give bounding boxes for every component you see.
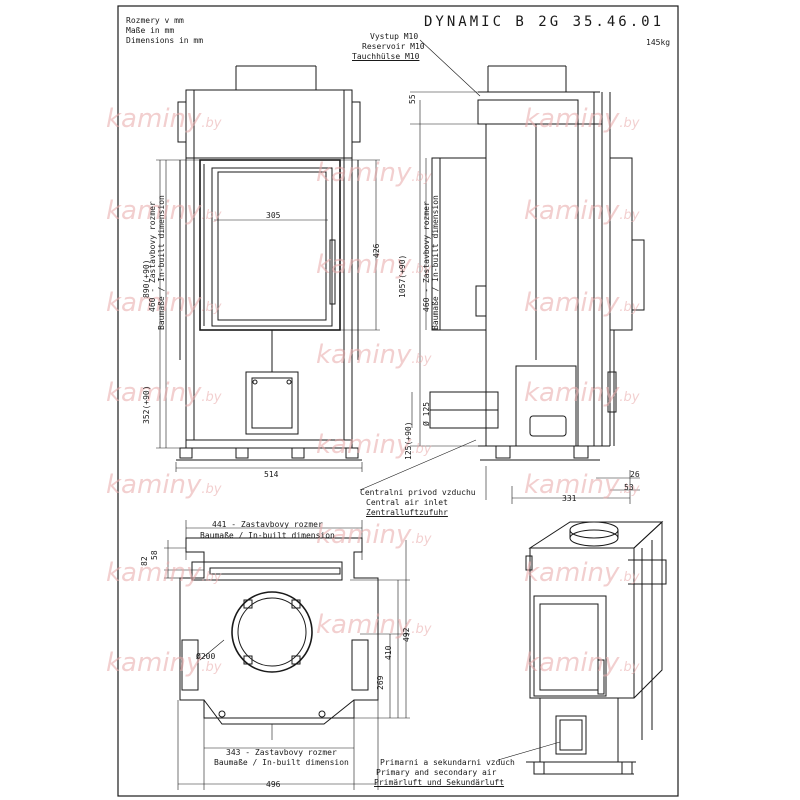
side-builtin-cz: 460 - Zastavbovy rozmer: [422, 201, 431, 312]
outlet-cz-label: Vystup M10: [370, 32, 419, 41]
front-flue-collar: [235, 65, 317, 90]
side-height-total: 1057(+90): [398, 254, 407, 298]
top-builtin-bottom-de: Baumaße / In-built dimension: [214, 758, 349, 767]
front-opening-height: 426: [372, 243, 381, 258]
top-flue-outer: [231, 591, 313, 673]
side-dim-53: 53: [624, 483, 634, 492]
top-builtin-top-cz: 441 - Zastavbovy rozmer: [212, 520, 323, 529]
secondary-air-cz-label: Primarni a sekundarni vzduch: [380, 758, 515, 767]
units-de-label: Maße in mm: [126, 26, 175, 35]
central-air-en-label: Central air inlet: [366, 498, 448, 507]
side-inlet-height: 125(+90): [404, 421, 413, 460]
front-door-handle: [329, 239, 336, 305]
side-air-inlet-dia: Ø 125: [422, 401, 431, 426]
top-dim-410: 410: [384, 645, 393, 660]
top-builtin-bottom-cz: 343 - Zastavbovy rozmer: [226, 748, 337, 757]
side-door-profile: [431, 157, 487, 331]
iso-door: [533, 595, 607, 697]
front-view: [156, 65, 380, 472]
front-width: 514: [264, 470, 279, 479]
front-air-box: [245, 371, 299, 435]
front-builtin-cz: 460 - Zastavbovy rozmer: [148, 201, 157, 312]
weight-label: 145kg: [646, 38, 671, 47]
sheet-frame: [117, 5, 679, 797]
top-width: 496: [266, 780, 281, 789]
top-dimensions: [164, 520, 410, 790]
front-height-lower: 352(+90): [142, 385, 151, 424]
top-builtin-top-de: Baumaße / In-built dimension: [200, 531, 335, 540]
secondary-air-en-label: Primary and secondary air: [376, 768, 497, 777]
front-door-frame: [199, 159, 341, 331]
central-air-cz-label: Centralni privod vzduchu: [360, 488, 476, 497]
units-cz-label: Rozmery v mm: [126, 16, 184, 25]
model-title: DYNAMIC B 2G 35.46.01: [424, 14, 665, 30]
side-top-offset: 55: [408, 94, 417, 104]
side-dimensions: [359, 39, 640, 504]
front-opening-width: 305: [266, 211, 281, 220]
front-dimensions: [156, 159, 380, 472]
central-air-de-label: Zentralluftzufuhr: [366, 508, 448, 517]
top-dim-269: 269: [376, 675, 385, 690]
top-dim-58: 58: [150, 550, 159, 560]
top-flue-dia: Ø200: [196, 652, 216, 661]
top-view: [164, 520, 410, 790]
front-glass: [211, 167, 333, 327]
side-builtin-de: Baumaße / In-built dimension: [431, 195, 440, 330]
isometric-view: [497, 520, 667, 775]
top-flue-inner: [237, 597, 307, 667]
units-en-label: Dimensions in mm: [126, 36, 204, 45]
secondary-air-de-label: Primärluft und Sekundärluft: [374, 778, 505, 787]
outlet-en-label: Reservoir M10: [362, 42, 425, 51]
side-depth: 331: [562, 494, 577, 503]
front-builtin-de: Baumaße / In-built dimension: [157, 195, 166, 330]
top-dim-82: 82: [140, 556, 149, 566]
top-dim-492: 492: [402, 627, 411, 642]
side-dim-26: 26: [630, 470, 640, 479]
outlet-de-label: Tauchhülse M10: [352, 52, 420, 61]
side-top-block: [477, 99, 579, 125]
side-view: [359, 39, 645, 504]
